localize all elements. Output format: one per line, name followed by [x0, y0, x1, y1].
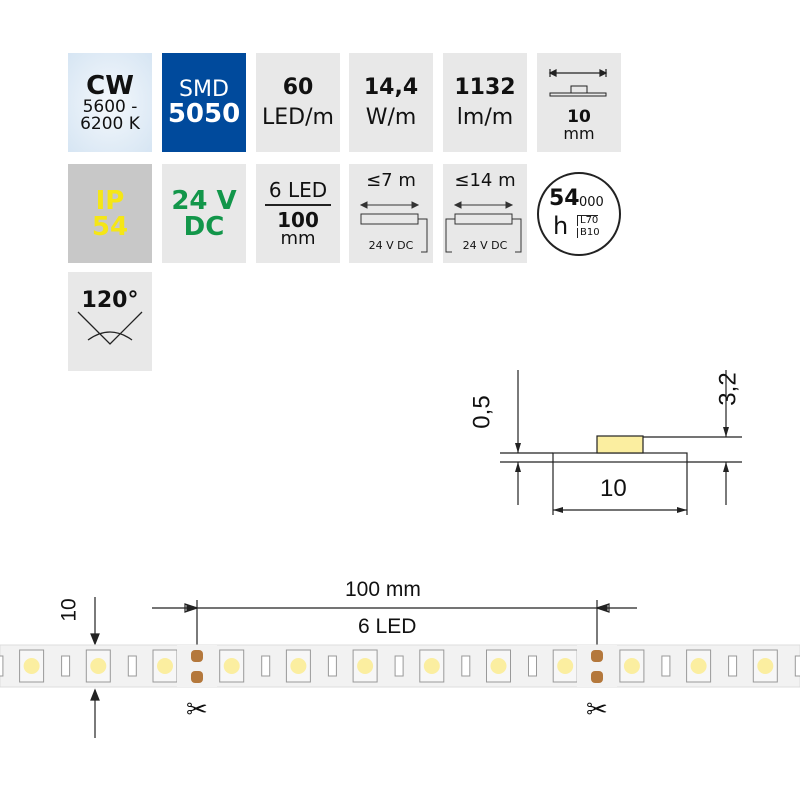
solder-pad [591, 671, 603, 683]
strip-width-label: 10 [57, 598, 81, 622]
chip-label: SMD [179, 76, 229, 102]
resistor [327, 655, 337, 677]
resistor [728, 655, 738, 677]
profile-width-label: 10 [600, 475, 627, 502]
led-emitter [290, 658, 307, 674]
single-feed-supply: 24 V DC [368, 239, 414, 252]
width-tile: 10 mm [537, 53, 621, 152]
lifetime-circle: 54 000 h L70 B10 [537, 171, 621, 256]
segment-unit: mm [280, 227, 316, 249]
double-feed-tile: ≤14 m 24 V DC [443, 164, 527, 263]
color-temp-tile: CW 5600 - 6200 K [68, 53, 152, 152]
color-range-1: 5600 - [82, 96, 138, 117]
strip-width-icon [548, 69, 608, 97]
resistor [261, 655, 271, 677]
density-value: 60 [282, 74, 314, 100]
single-feed-tile: ≤7 m 24 V DC [349, 164, 433, 263]
lifetime-tile: 54 000 h L70 B10 [537, 164, 621, 263]
solder-pad [191, 650, 203, 662]
segment-leds-label: 6 LED [358, 615, 417, 638]
resistor [661, 655, 671, 677]
power-tile: 14,4 W/m [349, 53, 433, 152]
flux-tile: 1132 lm/m [443, 53, 527, 152]
power-unit: W/m [365, 104, 417, 130]
width-unit: mm [563, 124, 595, 143]
resistor [794, 655, 800, 677]
profile-led [596, 435, 644, 454]
led-emitter [90, 658, 107, 674]
resistor [0, 655, 4, 677]
double-feed-max: ≤14 m [454, 170, 516, 191]
voltage-type: DC [183, 211, 225, 242]
color-code: CW [86, 70, 134, 101]
segment-tile: 6 LED 100 mm [256, 164, 340, 263]
scissors-icon: ✂ [586, 695, 608, 725]
beam-angle-icon [77, 311, 143, 345]
led-emitter [23, 658, 40, 674]
color-range-2: 6200 K [80, 113, 140, 134]
lifetime-unit: h [553, 211, 569, 240]
led-emitter [757, 658, 774, 674]
solder-pad [191, 671, 203, 683]
ip-tile: IP 54 [68, 164, 152, 263]
chip-tile: SMD 5050 [162, 53, 246, 152]
resistor [127, 655, 137, 677]
lifetime-l70: L70 [577, 214, 599, 226]
led-emitter [623, 658, 640, 674]
density-unit: LED/m [262, 104, 334, 130]
flux-unit: lm/m [456, 104, 514, 130]
density-tile: 60 LED/m [256, 53, 340, 152]
single-feed-icon [359, 201, 428, 253]
beam-angle-value: 120° [81, 288, 139, 313]
led-emitter [490, 658, 507, 674]
power-value: 14,4 [363, 74, 419, 100]
led-emitter [423, 658, 440, 674]
led-emitter [223, 658, 240, 674]
voltage-value: 24 V [171, 185, 237, 216]
segment-length: 100 [277, 207, 319, 232]
segment-count: 6 LED [268, 177, 328, 202]
double-feed-supply: 24 V DC [462, 239, 508, 252]
chip-code: 5050 [167, 98, 241, 129]
scissors-icon: ✂ [186, 695, 208, 725]
lifetime-b10: B10 [577, 227, 600, 238]
width-value: 10 [567, 107, 591, 127]
segment-length-label: 100 mm [345, 578, 421, 601]
resistor [461, 655, 471, 677]
led-emitter [557, 658, 574, 674]
ip-label: IP [95, 185, 125, 216]
resistor [528, 655, 537, 677]
lifetime-suffix: 000 [579, 194, 604, 210]
beam-angle-tile: 120° [68, 272, 152, 371]
lifetime-value: 54 [549, 185, 580, 211]
led-emitter [157, 658, 173, 674]
single-feed-max: ≤7 m [366, 170, 416, 191]
double-feed-icon [445, 201, 522, 253]
led-emitter [357, 658, 374, 674]
solder-pad [591, 650, 603, 662]
resistor [394, 655, 404, 677]
resistor [61, 655, 71, 677]
led-emitter [690, 658, 707, 674]
voltage-tile: 24 V DC [162, 164, 246, 263]
segment-divider [265, 203, 331, 206]
flux-value: 1132 [454, 74, 516, 100]
ip-value: 54 [91, 211, 129, 242]
